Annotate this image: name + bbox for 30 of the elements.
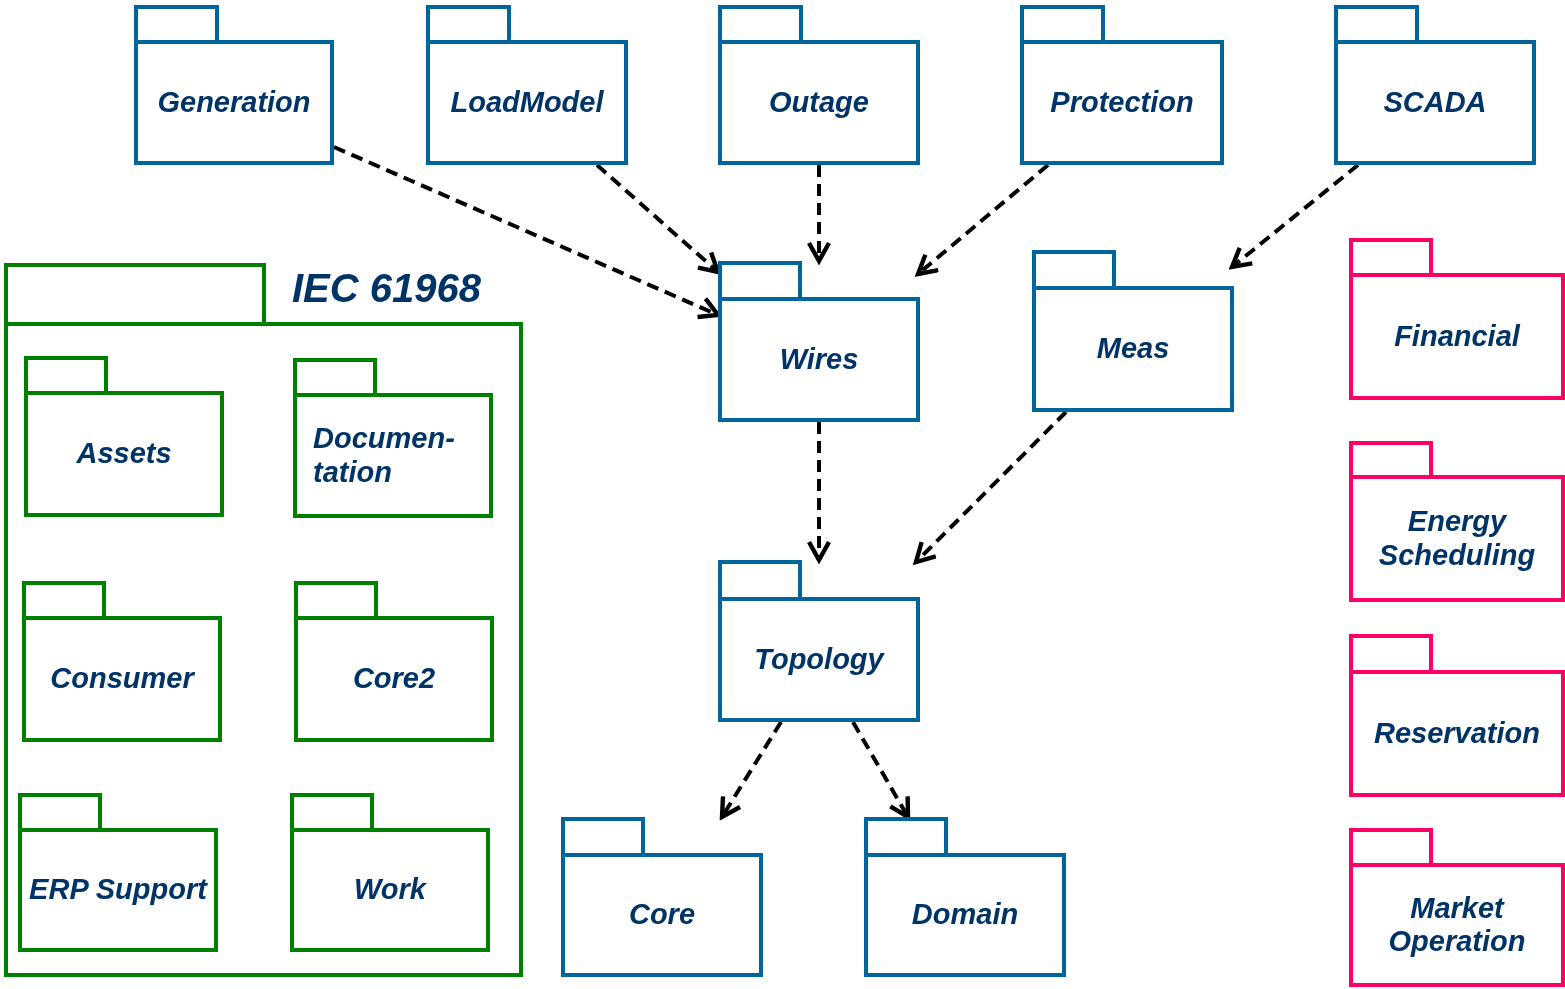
- package-name: Assets: [76, 437, 172, 471]
- dependency-arrow: [806, 422, 832, 563]
- package-name: Topology: [754, 642, 884, 677]
- dependency-arrow: [913, 410, 1068, 565]
- package-name: LoadModel: [450, 85, 604, 120]
- package-name: Financial: [1394, 319, 1520, 354]
- package-name: Meas: [1096, 332, 1170, 366]
- dependency-arrow: [719, 720, 783, 820]
- package-title: IEC 61968: [292, 265, 482, 311]
- dependency-arrow: [1229, 163, 1360, 270]
- package-name: Generation: [157, 85, 311, 120]
- package-name: Consumer: [50, 662, 194, 696]
- package-name: Work: [354, 873, 426, 907]
- dependency-arrow: [851, 721, 911, 820]
- dependency-arrow: [333, 145, 721, 320]
- package-name: Core: [628, 898, 696, 932]
- package-name: Core2: [352, 662, 436, 696]
- package-name: Documen- tation: [313, 422, 456, 489]
- package-name: Market Operation: [1387, 891, 1527, 959]
- package-name: Wires: [779, 342, 859, 377]
- dependency-arrow: [915, 163, 1050, 277]
- package-name: Domain: [911, 898, 1019, 932]
- package-name: ERP Support: [29, 873, 207, 907]
- package-name: Reservation: [1374, 716, 1540, 751]
- package-name: Protection: [1050, 85, 1194, 120]
- package-name: Energy Scheduling: [1377, 505, 1537, 572]
- package-name: Outage: [769, 85, 869, 120]
- package-name: SCADA: [1383, 85, 1487, 120]
- dependency-arrow: [806, 165, 832, 264]
- dependency-arrow: [595, 163, 721, 275]
